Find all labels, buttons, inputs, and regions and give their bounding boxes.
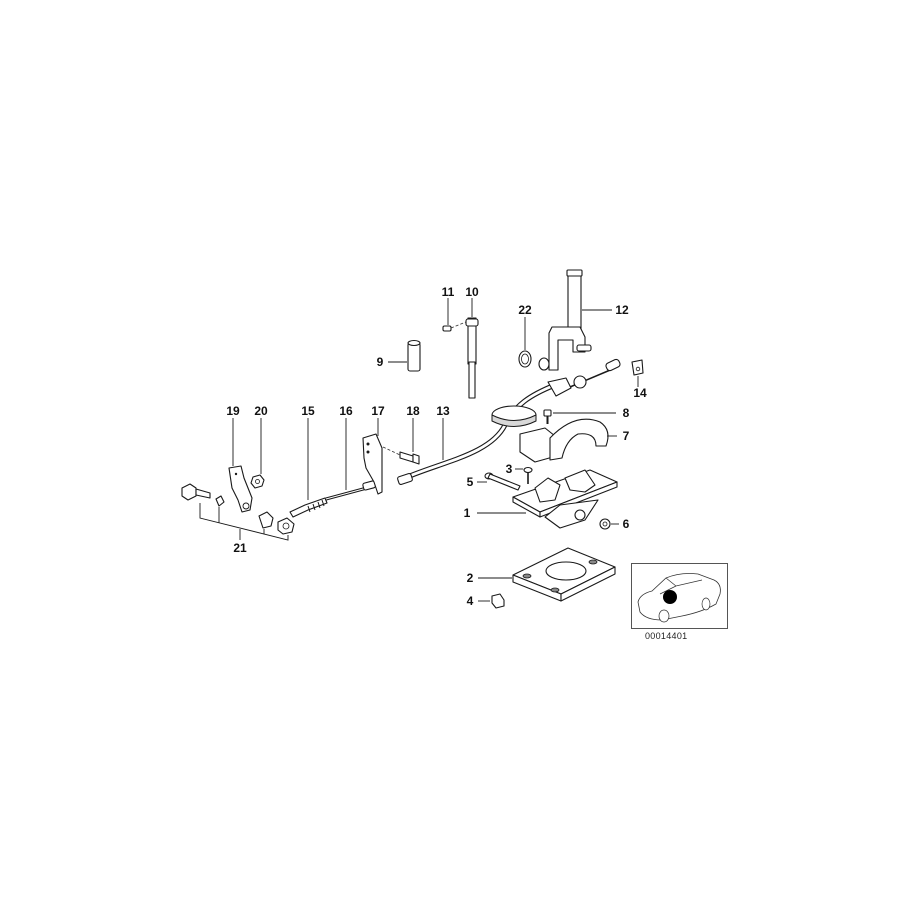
- part-17-bracket: [362, 418, 401, 495]
- callout-11[interactable]: 11: [441, 285, 455, 299]
- callout-12[interactable]: 12: [615, 303, 629, 317]
- callout-17[interactable]: 17: [371, 404, 385, 418]
- callout-9[interactable]: 9: [376, 355, 384, 369]
- illustration-code: 00014401: [645, 631, 688, 641]
- part-21-bolt-set: [181, 483, 295, 541]
- part-18-bolt: [399, 418, 420, 465]
- callout-22[interactable]: 22: [518, 303, 532, 317]
- callout-20[interactable]: 20: [254, 404, 268, 418]
- part-6-washer: [599, 518, 619, 530]
- part-8-bolt: [543, 409, 616, 424]
- callout-1[interactable]: 1: [463, 506, 471, 520]
- part-2-plate: [478, 547, 616, 602]
- linkage-rod: [569, 358, 621, 389]
- part-16-rod: [325, 418, 379, 501]
- callout-3[interactable]: 3: [505, 462, 513, 476]
- callout-14[interactable]: 14: [633, 386, 647, 400]
- callout-13[interactable]: 13: [436, 404, 450, 418]
- location-marker-icon: [663, 590, 677, 604]
- part-4-clip-nut: [478, 593, 505, 609]
- part-3-screw: [515, 466, 533, 484]
- part-20-nut: [250, 418, 265, 489]
- callout-18[interactable]: 18: [406, 404, 420, 418]
- callout-2[interactable]: 2: [466, 571, 474, 585]
- part-7-cover: [519, 418, 617, 463]
- part-15-cable-end: [289, 418, 328, 518]
- part-1-housing: [477, 469, 618, 529]
- part-22-o-ring: [518, 317, 532, 368]
- callout-6[interactable]: 6: [622, 517, 630, 531]
- callout-10[interactable]: 10: [465, 285, 479, 299]
- callout-21[interactable]: 21: [233, 541, 247, 555]
- callout-8[interactable]: 8: [622, 406, 630, 420]
- part-19-lever: [228, 418, 253, 513]
- part-13-selector-cable: [397, 377, 572, 485]
- part-12-selector-lever: [538, 269, 612, 371]
- callout-19[interactable]: 19: [226, 404, 240, 418]
- part-10-shift-rod: [465, 298, 479, 399]
- car-outline-icon: [637, 573, 721, 623]
- part-9-sleeve: [388, 339, 421, 372]
- callout-16[interactable]: 16: [339, 404, 353, 418]
- vehicle-location-inset: [631, 563, 728, 629]
- part-11-screw: [442, 298, 467, 332]
- callout-7[interactable]: 7: [622, 429, 630, 443]
- callout-15[interactable]: 15: [301, 404, 315, 418]
- part-14-clip: [631, 359, 644, 387]
- part-5-long-bolt: [477, 472, 521, 491]
- callout-5[interactable]: 5: [466, 475, 474, 489]
- callout-4[interactable]: 4: [466, 594, 474, 608]
